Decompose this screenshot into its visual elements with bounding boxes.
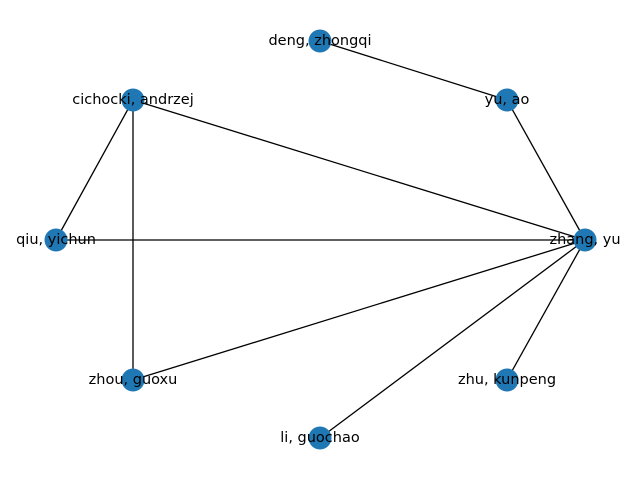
node-zhou	[121, 368, 145, 392]
edge-li-zhang	[319, 239, 586, 439]
node-label-zhang: zhang, yu	[549, 232, 620, 248]
node-yu_ao	[495, 88, 519, 112]
node-label-deng: deng, zhongqi	[268, 33, 371, 49]
node-label-cichocki: cichocki, andrzej	[72, 92, 193, 108]
edges-layer	[55, 40, 586, 439]
edge-zhu-zhang	[506, 239, 586, 381]
edge-zhou-zhang	[132, 239, 586, 381]
node-label-li: li, guochao	[280, 430, 360, 446]
node-label-zhu: zhu, kunpeng	[458, 372, 556, 388]
node-deng	[308, 29, 332, 53]
node-label-zhou: zhou, guoxu	[89, 372, 178, 388]
labels-layer: deng, zhongqi yu, ao cichocki, andrzej qiu,…	[16, 33, 620, 446]
node-qiu	[44, 228, 68, 252]
node-zhu	[495, 368, 519, 392]
node-label-yu_ao: yu, ao	[485, 92, 530, 108]
edge-yu_ao-zhang	[506, 99, 586, 241]
nodes-layer	[44, 29, 597, 450]
edge-cichocki-qiu	[55, 99, 134, 241]
edge-deng-yu_ao	[319, 40, 508, 101]
node-label-qiu: qiu, yichun	[16, 232, 96, 248]
node-zhang	[573, 228, 597, 252]
node-li	[308, 426, 332, 450]
edge-cichocki-zhang	[132, 99, 586, 241]
node-cichocki	[121, 88, 145, 112]
